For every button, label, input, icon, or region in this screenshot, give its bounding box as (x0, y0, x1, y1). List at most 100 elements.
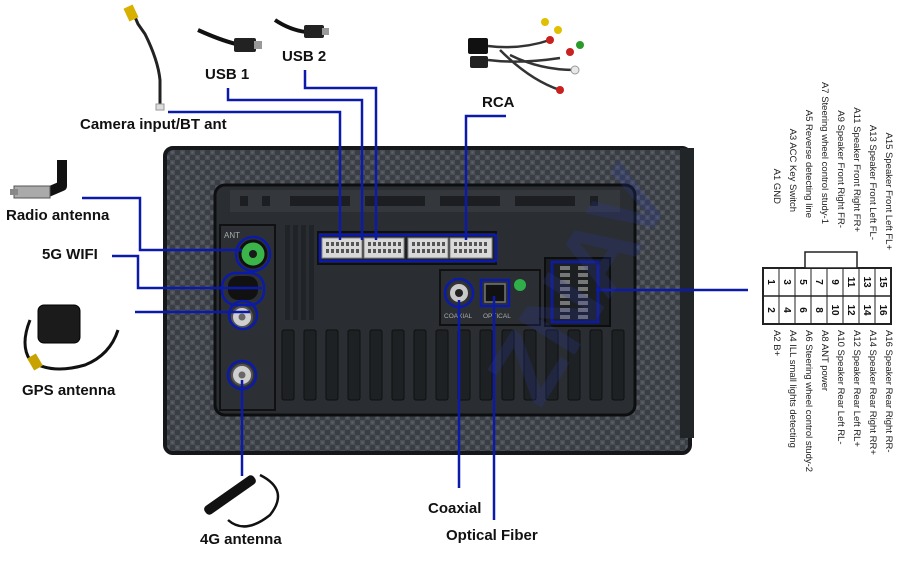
pinout-key (804, 251, 858, 269)
socket-pin (464, 249, 467, 253)
pin-description-top: A5 Reverse detecting line (803, 110, 814, 218)
pin-number-top: 11 (845, 277, 856, 288)
fin (413, 329, 427, 401)
pin-number-top: 1 (765, 279, 776, 285)
socket-pin (388, 242, 391, 246)
socket-pin (383, 242, 386, 246)
harness-pin (578, 315, 588, 319)
harness-pin (578, 301, 588, 305)
harness-pin (578, 280, 588, 284)
socket-usb1 (363, 237, 405, 259)
pin-number-bottom: 10 (829, 304, 840, 316)
usb-cable-icon (197, 28, 262, 52)
pin-description-bottom: A12 Speaker Rear Left RL+ (851, 330, 862, 447)
wire-harness-icon (468, 18, 584, 94)
fin (545, 329, 559, 401)
harness-pin (578, 273, 588, 277)
socket-pin (469, 249, 472, 253)
label-5g-wifi: 5G WIFI (42, 246, 98, 263)
socket-pin (432, 249, 435, 253)
socket-pin (346, 249, 349, 253)
socket-pin (336, 249, 339, 253)
pin-number-top: 15 (877, 276, 888, 288)
fin (325, 329, 339, 401)
pin-description-top: A9 Speaker Front Right FR- (835, 110, 846, 228)
harness-pin (560, 287, 570, 291)
fin (347, 329, 361, 401)
pin-description-bottom: A8 ANT power (819, 330, 830, 391)
harness-pin (560, 280, 570, 284)
fin (523, 329, 537, 401)
socket-pin (454, 242, 457, 246)
harness-pin (560, 294, 570, 298)
harness-pin (560, 315, 570, 319)
fin (567, 329, 581, 401)
label-usb1: USB 1 (205, 66, 250, 83)
harness-pin (560, 301, 570, 305)
fin-slot (301, 225, 306, 320)
pin-number-bottom: 6 (797, 307, 808, 313)
pin-description-bottom: A14 Speaker Rear Right RR+ (867, 330, 878, 455)
socket-pin (459, 249, 462, 253)
socket-pin (331, 242, 334, 246)
pin-cells (762, 268, 876, 324)
socket-pin (351, 242, 354, 246)
leader-wifi (112, 254, 262, 290)
pin-number-bottom: 14 (861, 304, 872, 316)
socket-pin (412, 249, 415, 253)
socket-pin (341, 249, 344, 253)
socket-pin (437, 242, 440, 246)
rca-cable-icon (123, 4, 165, 111)
leader-rca (464, 114, 506, 240)
socket-pin (398, 242, 401, 246)
socket-pin (454, 249, 457, 253)
lte-port-core (238, 371, 246, 379)
pin-description-top: A3 ACC Key Switch (787, 129, 798, 212)
socket-pin (326, 249, 329, 253)
harness-pin (560, 266, 570, 270)
socket-pin (336, 242, 339, 246)
socket-pin (442, 249, 445, 253)
label-coaxial: Coaxial (428, 500, 482, 517)
gps-antenna-icon (23, 304, 120, 371)
label-radio-antenna: Radio antenna (6, 207, 110, 224)
harness-pin (578, 294, 588, 298)
socket-pin (346, 242, 349, 246)
fin (391, 329, 405, 401)
socket-pin (422, 242, 425, 246)
pin-description-top: A11 Speaker Front Right FR+ (851, 107, 862, 232)
socket-pin (351, 249, 354, 253)
leader-radio (82, 196, 242, 252)
socket-pin (331, 249, 334, 253)
socket-pin (341, 242, 344, 246)
pin-number-bottom: 8 (813, 307, 824, 313)
socket-pin (393, 242, 396, 246)
optical-panel-label: OPTICAL (483, 313, 511, 320)
label-camera-input: Camera input/BT ant (80, 116, 227, 133)
pin-description-bottom: A2 B+ (771, 330, 782, 357)
fin (281, 329, 295, 401)
socket-rca (449, 237, 493, 259)
ant-panel-label: ANT (224, 231, 240, 240)
pin-number-bottom: 4 (781, 307, 792, 313)
pin-description-top: A13 Speaker Front Left FL- (867, 125, 878, 240)
pin-description-bottom: A4 ILL small lights detecting (787, 330, 798, 448)
harness-pin (578, 308, 588, 312)
socket-pin (412, 242, 415, 246)
coaxial-port-core (455, 289, 463, 297)
fin (369, 329, 383, 401)
fin (479, 329, 493, 401)
fin (589, 329, 603, 401)
socket-pin (427, 249, 430, 253)
cooling-fins (281, 225, 625, 401)
leader-camera (168, 110, 342, 240)
socket-pin (442, 242, 445, 246)
harness-pin (578, 287, 588, 291)
socket-pin (459, 242, 462, 246)
socket-pin (373, 242, 376, 246)
radio-plug-icon (10, 160, 67, 199)
label-optical-fiber: Optical Fiber (446, 527, 538, 544)
